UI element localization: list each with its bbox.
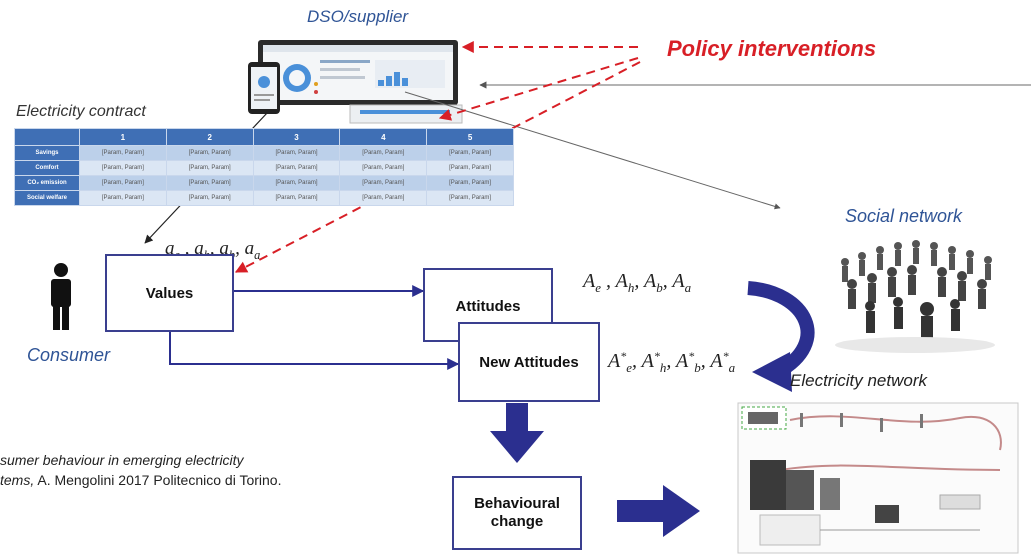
attitudes-formula: Ae , Ah, Ab, Aa — [583, 270, 692, 295]
social-network-label: Social network — [845, 206, 963, 226]
citation-line-2-italic: tems, — [0, 471, 35, 488]
citation-line-2-rest: A. Mengolini 2017 Politecnico di Torino. — [34, 471, 282, 488]
contract-grid: 1 2 3 4 5 Savings [Param, Param] [Param,… — [14, 128, 514, 206]
contract-row-header: Social welfare — [14, 190, 80, 206]
contract-cell: [Param, Param] — [426, 190, 514, 206]
dso-supplier-label: DSO/supplier — [307, 7, 409, 26]
weights-formula: ae , ah, ab, aa — [165, 238, 261, 262]
table-row: Social welfare [Param, Param] [Param, Pa… — [14, 190, 514, 206]
contract-cell: [Param, Param] — [165, 160, 254, 176]
contract-cell: [Param, Param] — [426, 145, 514, 161]
contract-cell: [Param, Param] — [426, 175, 514, 191]
social-network-illustration — [835, 240, 995, 353]
contract-cell: [Param, Param] — [165, 190, 254, 206]
contract-row-header: CO₂ emission — [14, 175, 80, 191]
contract-col-header: 3 — [252, 128, 341, 146]
values-to-new-attitudes-arrow — [169, 330, 460, 370]
behavioural-change-box: Behavioural change — [452, 476, 582, 550]
devices-illustration — [248, 40, 463, 124]
new-attitudes-box: New Attitudes — [458, 322, 600, 402]
contract-cell: [Param, Param] — [252, 145, 341, 161]
consumer-label: Consumer — [27, 345, 111, 365]
contract-col-header: 2 — [165, 128, 254, 146]
contract-row-header: Savings — [14, 145, 80, 161]
curved-arrow-head — [752, 352, 792, 392]
consumer-icon — [51, 263, 71, 330]
contract-cell: [Param, Param] — [79, 190, 167, 206]
contract-cell: [Param, Param] — [252, 190, 341, 206]
contract-cell: [Param, Param] — [339, 160, 428, 176]
new-attitudes-formula: A*e, A*h, A*b, A*a — [608, 349, 736, 376]
electricity-contract-title: Electricity contract — [16, 103, 146, 120]
contract-col-header: 5 — [426, 128, 514, 146]
contract-corner-cell — [14, 128, 80, 146]
right-arrow — [617, 485, 700, 537]
table-row: CO₂ emission [Param, Param] [Param, Para… — [14, 175, 514, 191]
curved-update-arrow — [747, 281, 815, 379]
citation-line-2: tems, A. Mengolini 2017 Politecnico di T… — [0, 471, 281, 491]
electricity-network-illustration — [737, 402, 1019, 554]
contract-cell: [Param, Param] — [79, 145, 167, 161]
contract-cell: [Param, Param] — [79, 160, 167, 176]
dso-to-social-arrow — [404, 91, 781, 210]
contract-cell: [Param, Param] — [339, 175, 428, 191]
down-arrow — [490, 403, 544, 463]
contract-cell: [Param, Param] — [165, 175, 254, 191]
contract-cell: [Param, Param] — [79, 175, 167, 191]
contract-cell: [Param, Param] — [339, 190, 428, 206]
contract-cell: [Param, Param] — [426, 160, 514, 176]
contract-row-header: Comfort — [14, 160, 80, 176]
contract-cell: [Param, Param] — [252, 175, 341, 191]
contract-cell: [Param, Param] — [165, 145, 254, 161]
contract-col-header: 1 — [79, 128, 167, 146]
values-box: Values — [105, 254, 234, 332]
table-row: Comfort [Param, Param] [Param, Param] [P… — [14, 160, 514, 176]
contract-col-header: 4 — [339, 128, 428, 146]
policy-interventions-label: Policy interventions — [667, 36, 877, 61]
citation-line-1: sumer behaviour in emerging electricity — [0, 452, 244, 468]
electricity-contract-table: 1 2 3 4 5 Savings [Param, Param] [Param,… — [14, 128, 514, 214]
contract-cell: [Param, Param] — [252, 160, 341, 176]
table-row: Savings [Param, Param] [Param, Param] [P… — [14, 145, 514, 161]
electricity-network-label: Electricity network — [790, 371, 927, 390]
contract-cell: [Param, Param] — [339, 145, 428, 161]
citation: sumer behaviour in emerging electricity … — [0, 451, 281, 490]
